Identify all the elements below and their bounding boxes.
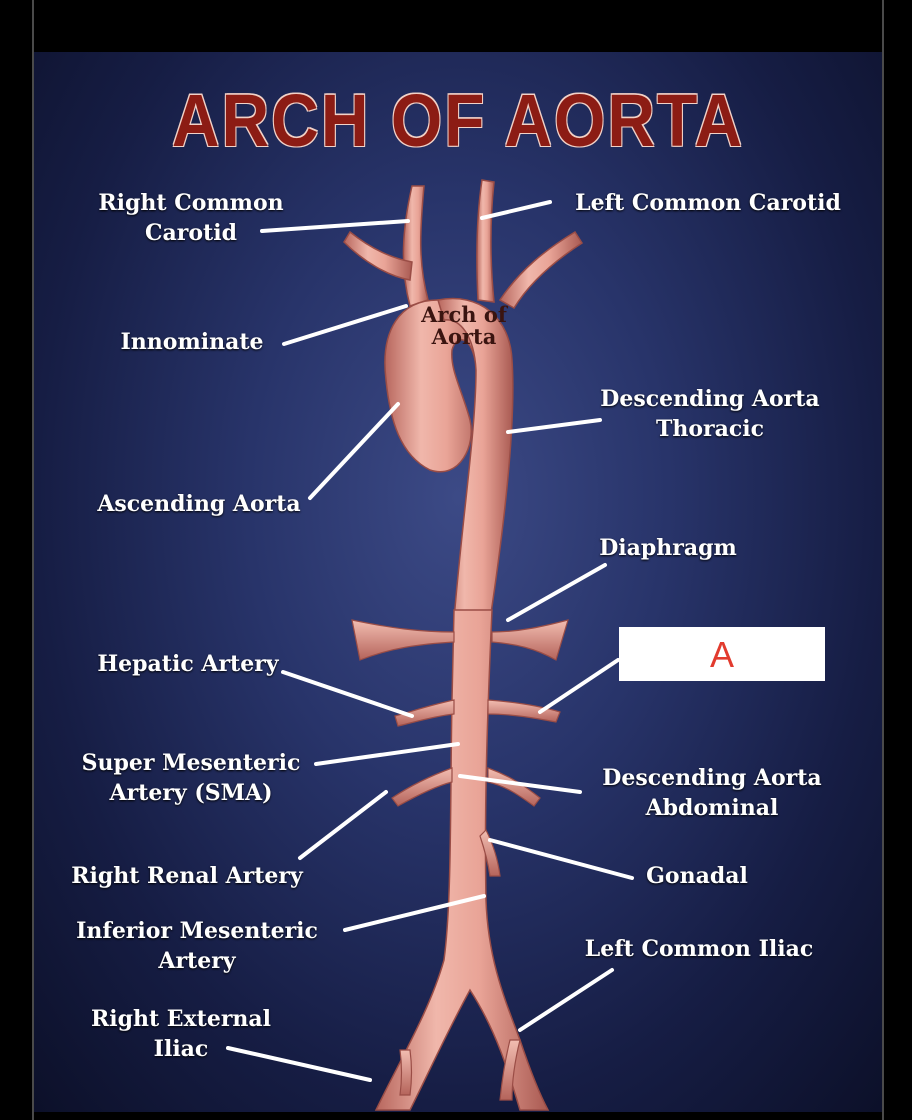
label-ascending-aorta: Ascending Aorta — [84, 489, 314, 519]
label-left-common-carotid: Left Common Carotid — [558, 188, 858, 218]
label-left-common-iliac: Left Common Iliac — [566, 934, 832, 964]
label-diaphragm: Diaphragm — [578, 533, 758, 563]
diagram-title: ARCH OF AORTA — [33, 77, 883, 162]
label-innominate: Innominate — [100, 327, 284, 357]
answer-box-a[interactable]: A — [619, 627, 825, 681]
label-hepatic-artery: Hepatic Artery — [86, 649, 290, 679]
label-right-renal-artery: Right Renal Artery — [60, 861, 314, 891]
label-gonadal: Gonadal — [628, 861, 766, 891]
